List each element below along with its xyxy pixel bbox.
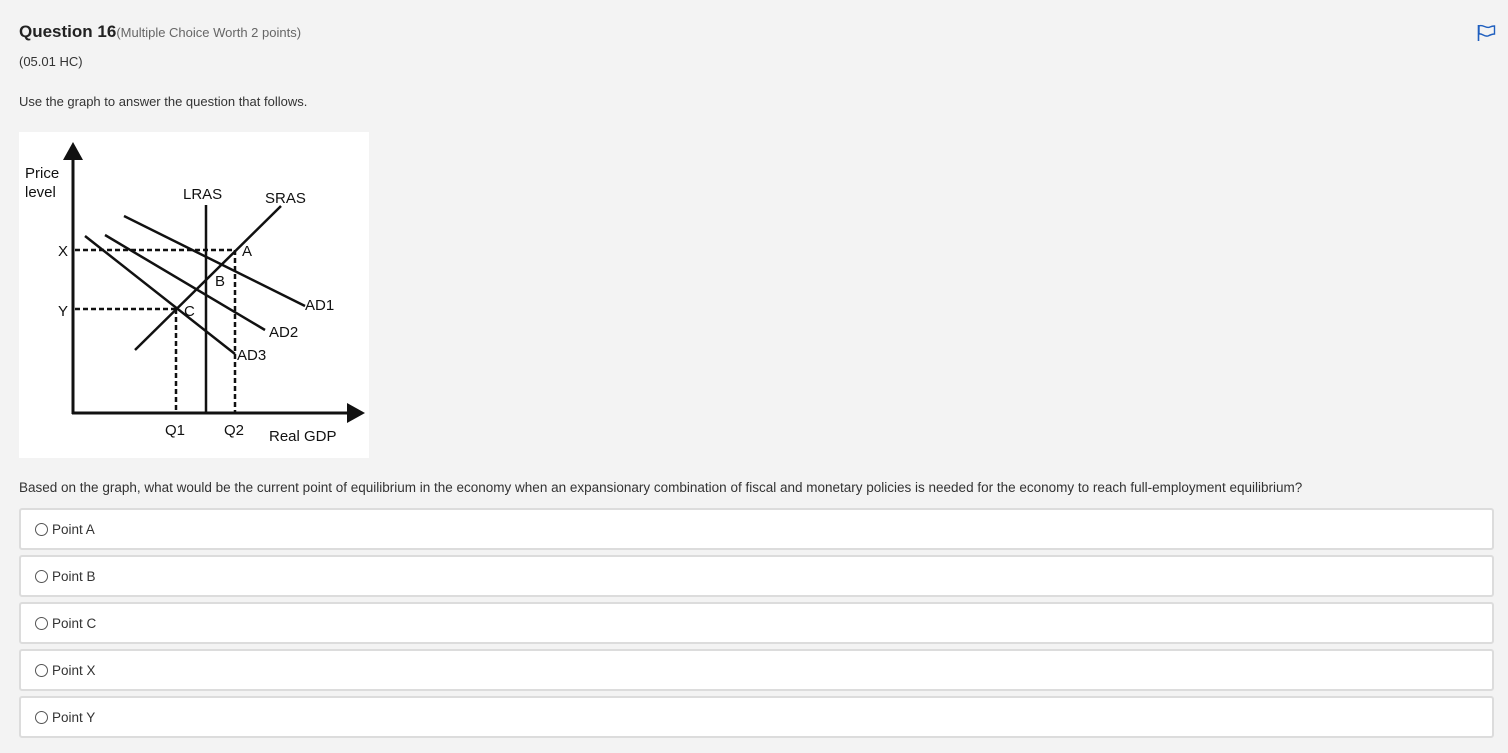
ad1-label: AD1 (305, 297, 334, 314)
y-axis-label-line1: Price (25, 165, 59, 182)
economics-graph: Price level Real GDP LRAS SRAS AD1 AD2 A… (19, 132, 369, 458)
ad1-curve (123, 214, 306, 308)
point-label-b: B (215, 273, 225, 290)
quantity-label-q1: Q1 (165, 422, 185, 439)
price-label-x: X (58, 243, 68, 260)
question-header: Question 16(Multiple Choice Worth 2 poin… (19, 22, 301, 42)
flag-icon (1477, 24, 1496, 41)
y-axis-arrow (63, 142, 83, 160)
option-point-y[interactable]: Point Y (19, 696, 1494, 738)
sras-label: SRAS (265, 190, 306, 207)
as-ad-diagram: Price level Real GDP LRAS SRAS AD1 AD2 A… (25, 142, 365, 445)
flag-button[interactable] (1476, 24, 1496, 42)
ad2-label: AD2 (269, 324, 298, 341)
x-axis-arrow (347, 403, 365, 423)
radio-button[interactable] (35, 710, 48, 724)
radio-button[interactable] (35, 663, 48, 677)
radio-button[interactable] (35, 569, 48, 583)
option-point-a[interactable]: Point A (19, 508, 1494, 550)
lras-label: LRAS (183, 186, 222, 203)
question-prompt: Based on the graph, what would be the cu… (19, 480, 1303, 495)
option-point-b[interactable]: Point B (19, 555, 1494, 597)
question-code: (05.01 HC) (19, 54, 83, 69)
ad2-curve (104, 233, 266, 332)
option-label: Point B (52, 568, 96, 584)
question-title: Question 16 (19, 22, 117, 41)
price-label-y: Y (58, 303, 68, 320)
option-label: Point Y (52, 709, 96, 725)
option-label: Point A (52, 521, 95, 537)
option-point-c[interactable]: Point C (19, 602, 1494, 644)
radio-button[interactable] (35, 522, 48, 536)
x-axis-label: Real GDP (269, 428, 337, 445)
ad3-label: AD3 (237, 347, 266, 364)
sras-curve (134, 205, 282, 351)
option-label: Point C (52, 615, 97, 631)
y-axis-label-line2: level (25, 184, 56, 201)
answer-options: Point A Point B Point C Point X Point Y (19, 508, 1494, 743)
point-label-c: C (184, 303, 195, 320)
option-point-x[interactable]: Point X (19, 649, 1494, 691)
quantity-label-q2: Q2 (224, 422, 244, 439)
ad3-curve (84, 235, 236, 355)
question-meta: (Multiple Choice Worth 2 points) (116, 25, 302, 40)
option-label: Point X (52, 662, 96, 678)
instruction-text: Use the graph to answer the question tha… (19, 94, 308, 109)
point-label-a: A (242, 243, 252, 260)
radio-button[interactable] (35, 616, 48, 630)
